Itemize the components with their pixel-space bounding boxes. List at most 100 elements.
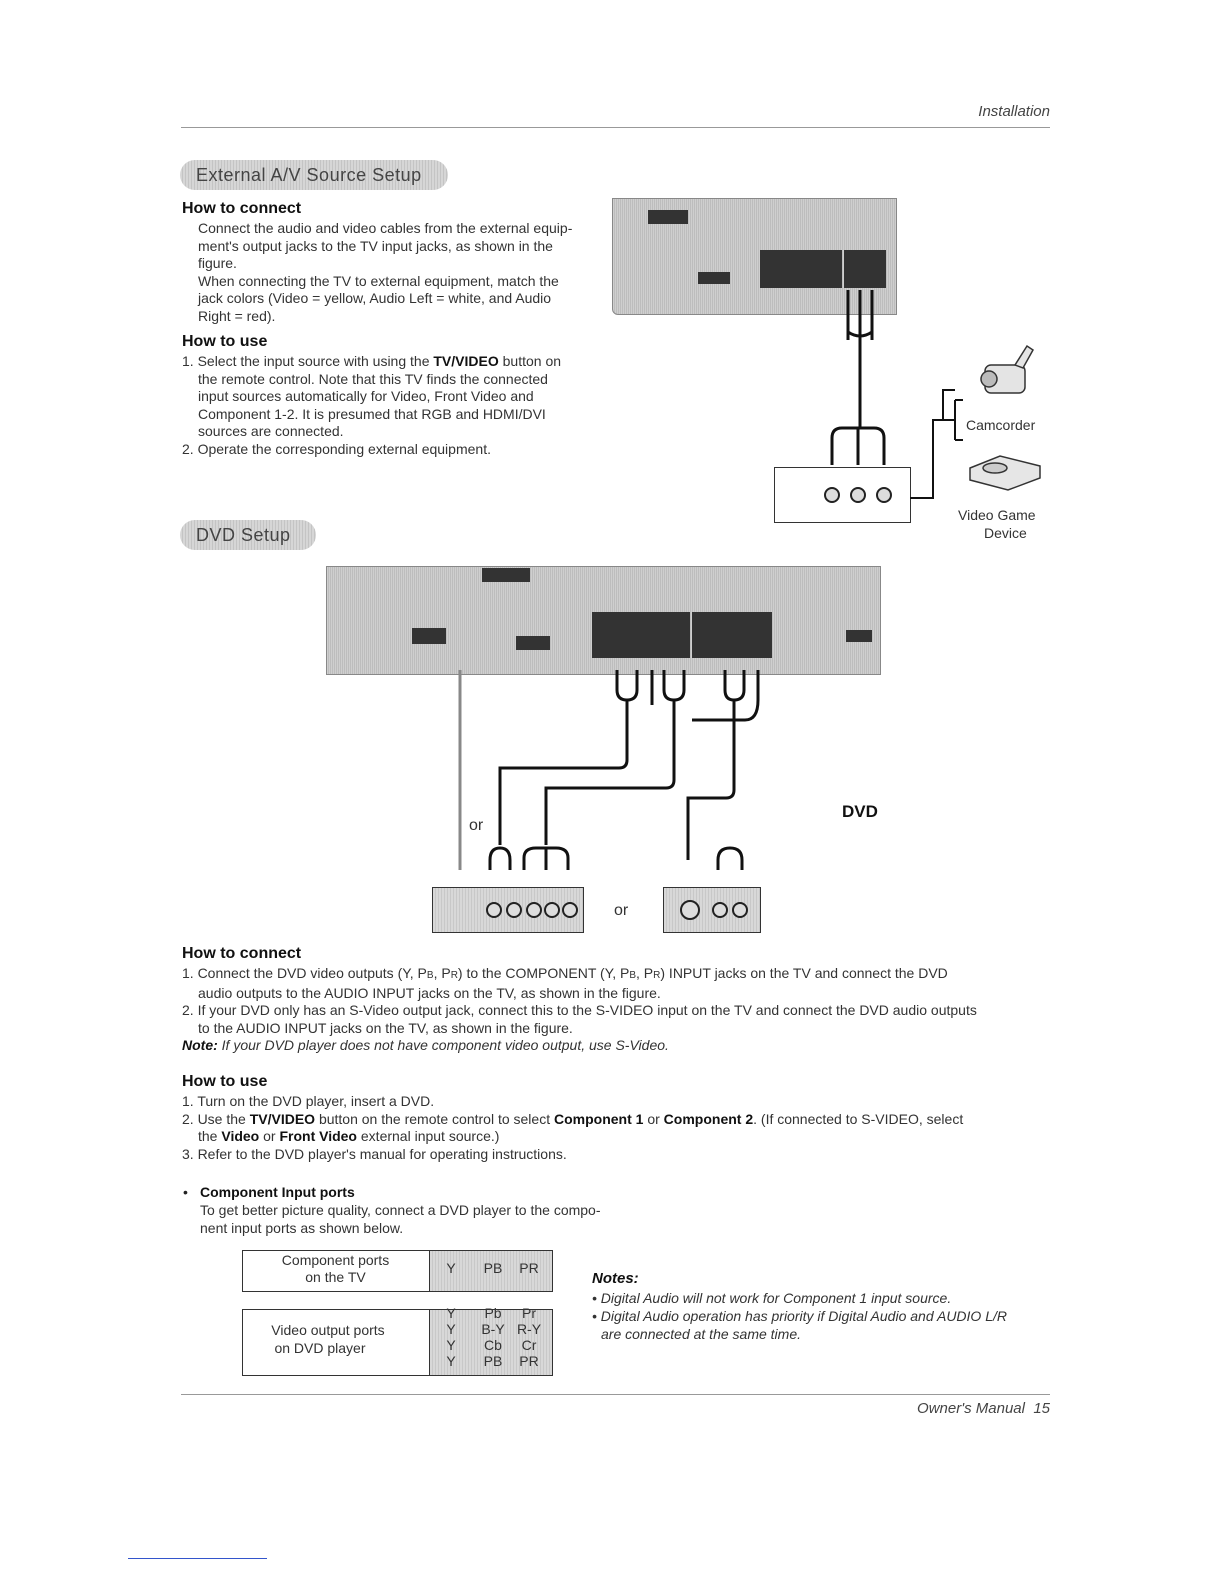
dvd-port-cell: Cr — [521, 1337, 537, 1353]
text-line: the remote control. Note that this TV fi… — [198, 370, 548, 387]
text-run: TV/VIDEO — [249, 1110, 316, 1127]
external-av-cables — [830, 290, 886, 465]
notes-title: Notes: — [592, 1270, 639, 1287]
connect-step-1: 1. Connect the DVD video outputs (Y, PB,… — [182, 965, 1062, 985]
bullet-dot: • — [183, 1184, 188, 1200]
text-run: ) to the COMPONENT (Y, P — [457, 965, 630, 981]
text-run: the — [198, 1128, 222, 1144]
header-rule — [181, 127, 1050, 128]
note-item: • Digital Audio operation has priority i… — [592, 1308, 1007, 1324]
use-step-2: 2. Operate the corresponding external eq… — [182, 440, 491, 457]
text-run: B — [426, 970, 434, 981]
text-line: Connect the audio and video cables from … — [198, 220, 573, 236]
dvd-jack — [544, 902, 560, 918]
footer-manual-title: Owner's Manual — [917, 1400, 1025, 1417]
component-input-block — [592, 612, 690, 658]
device-video-jack — [876, 487, 892, 503]
dvd-jack — [562, 902, 578, 918]
note-item: • Digital Audio will not work for Compon… — [592, 1290, 952, 1306]
use-step-3: 3. Refer to the DVD player's manual for … — [182, 1145, 567, 1162]
page-number: 15 — [1033, 1400, 1050, 1417]
text-run: 1. Select the input source with using th… — [182, 353, 434, 369]
svideo-jack — [680, 900, 700, 920]
use-step-2-line2: the Video or Front Video external input … — [182, 1128, 1062, 1146]
text-run: Component 1 — [553, 1110, 644, 1127]
tv-port-y: Y — [446, 1260, 456, 1276]
dvd-port-cell: B-Y — [481, 1321, 505, 1337]
connect-step-2: 2. If your DVD only has an S-Video outpu… — [182, 1002, 977, 1018]
text-line: nent input ports as shown below. — [200, 1219, 404, 1236]
camcorder-icon — [980, 344, 1034, 394]
or-label-2: or — [614, 902, 629, 919]
text-run: . (If connected to S-VIDEO, select — [753, 1110, 964, 1127]
tv-ports-values-box — [429, 1250, 553, 1292]
dvd-port-cell: Pb — [484, 1305, 502, 1321]
camcorder-label: Camcorder — [966, 417, 1036, 433]
tv-ports-label-line2: on the TV — [305, 1269, 366, 1285]
ext-use-heading: How to use — [182, 333, 268, 350]
section-title-external-av: External A/V Source Setup — [180, 160, 448, 190]
bottom-link-underline — [128, 1558, 267, 1559]
note-item-continued: are connected at the same time. — [601, 1326, 801, 1342]
text-run: external input source.) — [357, 1128, 500, 1144]
text-run: or — [259, 1128, 280, 1144]
text-run: ) INPUT jacks on the TV and connect the … — [660, 965, 948, 981]
section-title-dvd-setup: DVD Setup — [180, 520, 316, 550]
use-step-1: 1. Select the input source with using th… — [182, 353, 602, 371]
tv-video-button-name: TV/VIDEO — [433, 353, 499, 369]
dvd-device-label: DVD — [842, 802, 878, 821]
dvd-use-heading: How to use — [182, 1073, 268, 1090]
rs232-port — [648, 210, 688, 224]
dvd-ports-label-line1: Video output ports — [271, 1322, 385, 1338]
dvd-ports-label-box — [242, 1309, 431, 1376]
dvd-port-cell: Cb — [484, 1337, 502, 1353]
dvd-port-cell: Y — [446, 1321, 456, 1337]
text-run: Front Video — [279, 1128, 357, 1144]
dvd-port-cell: Y — [446, 1353, 456, 1369]
text-line: figure. — [198, 255, 237, 271]
dvd-jack — [486, 902, 502, 918]
hdmi-port — [412, 628, 446, 644]
text-run: Video — [221, 1128, 260, 1144]
tv-ports-label-line1: Component ports — [281, 1252, 390, 1268]
text-line: When connecting the TV to external equip… — [198, 272, 559, 289]
component-ports-heading: Component Input ports — [200, 1184, 355, 1200]
dvd-note: Note: If your DVD player does not have c… — [182, 1037, 1062, 1055]
device-bracket — [910, 389, 963, 499]
text-run: 2. Use the — [182, 1110, 250, 1127]
dvd-jack — [526, 902, 542, 918]
text-line: input sources automatically for Video, F… — [198, 388, 534, 404]
dvd-jack — [506, 902, 522, 918]
dvd-use-text: 1. Turn on the DVD player, insert a DVD.… — [182, 1093, 1062, 1163]
text-run: B — [629, 970, 637, 981]
dvd-jack — [712, 902, 728, 918]
component-ports-text: To get better picture quality, connect a… — [200, 1202, 640, 1237]
video-game-icon — [969, 455, 1041, 491]
video-game-label-line2: Device — [984, 525, 1027, 541]
dvd-connect-text: 1. Connect the DVD video outputs (Y, PB,… — [182, 965, 1062, 1055]
text-run: , P — [433, 965, 451, 981]
rgb-port — [698, 272, 730, 284]
text-run: button on the remote control to select — [315, 1110, 554, 1127]
footer-text: Owner's Manual 15 — [917, 1400, 1050, 1417]
text-line: to the AUDIO INPUT jacks on the TV, as s… — [198, 1019, 573, 1036]
rs232-input-port — [482, 568, 530, 582]
ext-connect-text: Connect the audio and video cables from … — [198, 220, 608, 325]
device-audio-r-jack — [824, 487, 840, 503]
or-label-1: or — [469, 817, 484, 834]
text-run: R — [450, 970, 458, 981]
dvd-connect-heading: How to connect — [182, 945, 302, 962]
ext-use-text: 1. Select the input source with using th… — [182, 353, 602, 458]
tv-port-pr: PR — [519, 1260, 539, 1276]
dvd-port-cell: PB — [483, 1353, 503, 1369]
text-run: 1. Connect the DVD video outputs (Y, P — [182, 965, 427, 981]
component-jack-block — [760, 250, 842, 288]
dvd-port-cell: Y — [446, 1337, 456, 1353]
use-step-1: 1. Turn on the DVD player, insert a DVD. — [182, 1093, 435, 1109]
av-jack-block — [844, 250, 886, 288]
text-run: button on — [498, 353, 562, 369]
footer-rule — [181, 1394, 1050, 1395]
dvd-ports-values-box — [429, 1309, 553, 1376]
ext-connect-heading: How to connect — [182, 200, 302, 217]
dvd-jack — [732, 902, 748, 918]
